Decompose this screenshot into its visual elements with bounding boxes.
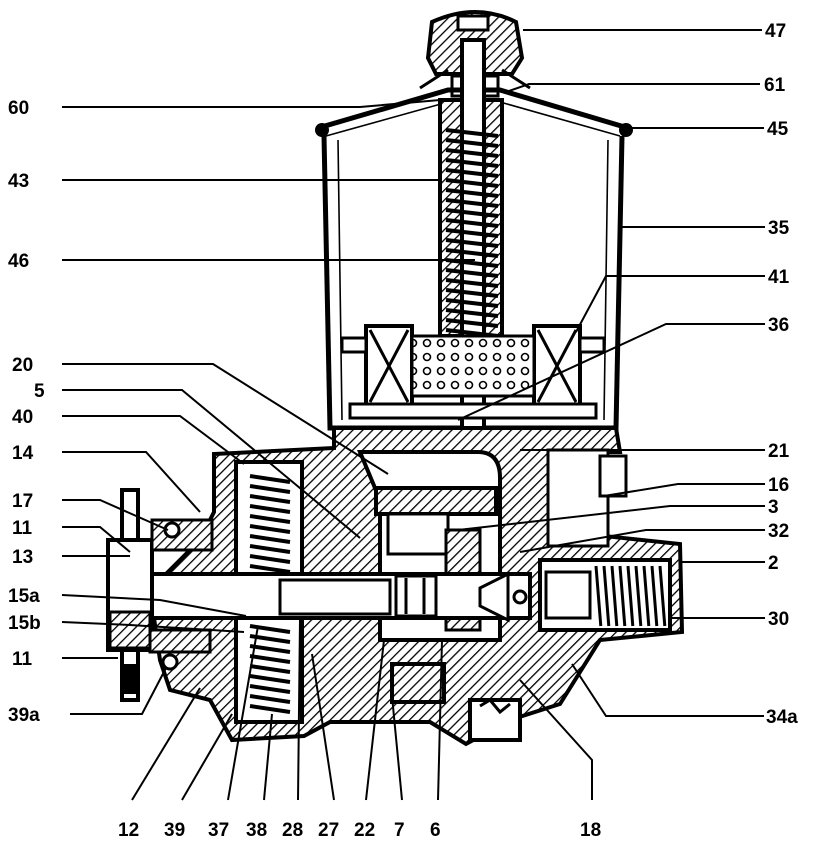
spring-coil (445, 178, 499, 188)
spring-coil (445, 148, 499, 158)
label-39: 39 (164, 820, 185, 841)
label-5: 5 (34, 381, 45, 402)
label-47: 47 (765, 21, 786, 42)
spring-coil (658, 565, 667, 627)
label-38: 38 (246, 820, 267, 841)
spring-coil (618, 565, 627, 627)
label-7: 7 (394, 820, 405, 841)
spring-coil (445, 298, 499, 308)
spring-coil (445, 238, 499, 248)
label-16: 16 (768, 475, 789, 496)
spring-coil (445, 318, 499, 328)
spring-coil (249, 704, 291, 714)
spring-coil (642, 565, 651, 627)
label-45: 45 (767, 119, 789, 140)
label-39a: 39a (8, 705, 40, 726)
spring-coil (249, 524, 291, 534)
spring-coil (445, 308, 499, 318)
spring-coil (445, 198, 499, 208)
drive-flange (106, 488, 214, 702)
leader-lines (61, 29, 765, 801)
spring-coil (445, 128, 499, 138)
spring-coil (445, 208, 499, 218)
label-27: 27 (318, 820, 339, 841)
label-15a: 15a (8, 586, 40, 607)
spring-coil (249, 674, 291, 684)
label-15b: 15b (8, 613, 41, 634)
spring-coil (445, 278, 499, 288)
label-20: 20 (12, 355, 33, 376)
spring-coil (249, 684, 291, 694)
spring-coil (249, 474, 291, 484)
spring-coil (249, 514, 291, 524)
pump-body (147, 426, 685, 747)
spring-coil (249, 654, 291, 664)
label-13: 13 (12, 547, 33, 568)
spring-coil (249, 564, 291, 574)
label-18: 18 (580, 820, 601, 841)
spring-coil (249, 694, 291, 704)
label-41: 41 (768, 267, 790, 288)
spring-coil (445, 228, 499, 238)
label-30: 30 (768, 609, 789, 630)
filter-element (340, 324, 606, 420)
label-17: 17 (12, 491, 33, 512)
label-34a: 34a (766, 707, 798, 728)
spring-coil (445, 168, 499, 178)
spring-coil (249, 554, 291, 564)
label-21: 21 (768, 441, 790, 462)
label-2: 2 (768, 553, 779, 574)
label-40: 40 (12, 407, 33, 428)
label-28: 28 (282, 820, 303, 841)
spring-coil (445, 188, 499, 198)
spring-coil (594, 565, 603, 627)
spring-coil (626, 565, 635, 627)
spring-coil (249, 644, 291, 654)
label-61: 61 (764, 75, 786, 96)
spring-coil (249, 484, 291, 494)
spring-coil (249, 664, 291, 674)
label-46: 46 (8, 251, 29, 272)
spring-coil (249, 544, 291, 554)
label-12: 12 (118, 820, 139, 841)
spring-coil (445, 288, 499, 298)
label-11-bottom: 11 (12, 649, 33, 670)
part-labels: 47 61 60 45 43 35 46 41 36 20 5 40 14 21… (8, 21, 798, 841)
spring-coil (445, 138, 499, 148)
label-60: 60 (8, 98, 29, 119)
mechanism-drawing (106, 10, 685, 747)
label-32: 32 (768, 521, 789, 542)
spring-coil (249, 494, 291, 504)
spring-coil (602, 565, 611, 627)
spring-coil (445, 268, 499, 278)
spring-coil (249, 624, 291, 634)
spring-coil (650, 565, 659, 627)
spring-coil (445, 218, 499, 228)
label-35: 35 (768, 218, 790, 239)
spring-coil (445, 248, 499, 258)
spring-coil (634, 565, 643, 627)
label-36: 36 (768, 315, 789, 336)
label-3: 3 (768, 497, 779, 518)
spring-coil (445, 158, 499, 168)
label-11-top: 11 (12, 518, 33, 539)
label-37: 37 (208, 820, 229, 841)
label-6: 6 (430, 820, 441, 841)
label-14: 14 (12, 443, 34, 464)
label-22: 22 (354, 820, 375, 841)
spring-coil (610, 565, 619, 627)
spring-coil (249, 534, 291, 544)
label-43: 43 (8, 171, 29, 192)
spring-coil (249, 504, 291, 514)
